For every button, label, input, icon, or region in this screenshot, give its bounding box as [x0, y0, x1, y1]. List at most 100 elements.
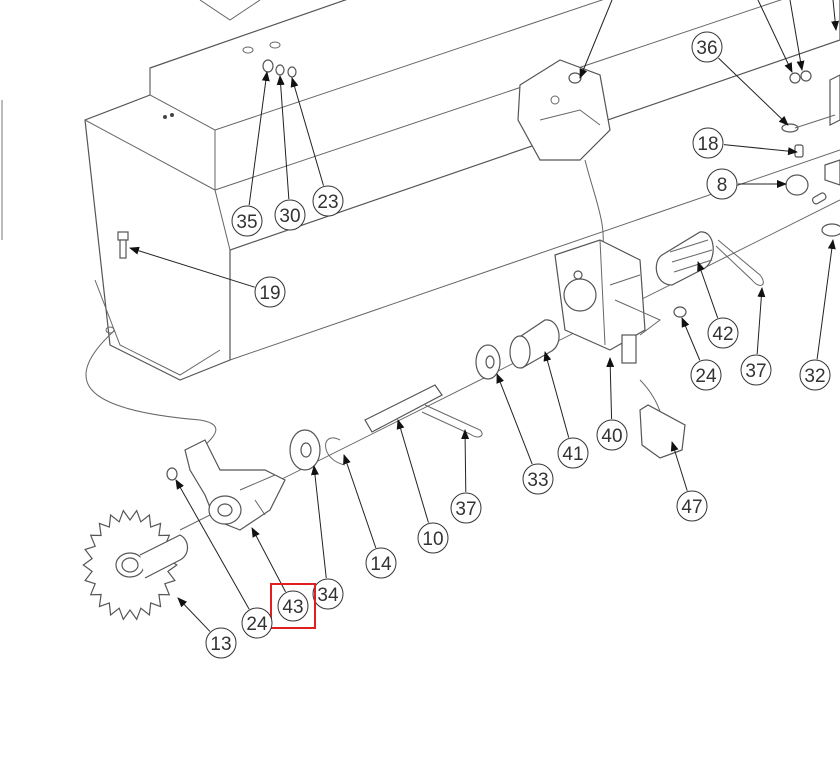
- callout-circle: [231, 205, 263, 237]
- pin-37: [421, 404, 483, 438]
- callout-37: 37: [740, 287, 772, 386]
- callout-circle: [676, 490, 708, 522]
- callout-41: 41: [543, 351, 589, 469]
- leader-line: [756, 287, 766, 355]
- callout-label: 41: [562, 444, 583, 465]
- callout-circle: [205, 627, 237, 659]
- callout-circle: [417, 522, 449, 554]
- leader-line: [816, 239, 836, 360]
- callout-23: 23: [290, 77, 344, 217]
- callout-label: 19: [259, 283, 280, 304]
- callout-36: 36: [691, 31, 789, 126]
- callout-circle: [312, 578, 344, 610]
- cover-47: [639, 404, 686, 459]
- callout-label: 37: [745, 361, 766, 382]
- callout-circle: [740, 354, 772, 386]
- key-10: [364, 384, 443, 433]
- callout-circle: [691, 31, 723, 63]
- callout-label: 23: [317, 192, 338, 213]
- pin-37: [715, 239, 764, 286]
- leader-line: [248, 71, 270, 206]
- callout-label: 30: [279, 206, 300, 227]
- callout-13: 13: [177, 597, 237, 659]
- callout-label: 18: [697, 134, 718, 155]
- callout-label: 37: [455, 499, 476, 520]
- callout-label: 34: [317, 585, 339, 606]
- callout-circle: [254, 276, 286, 308]
- bracket-upper: [517, 59, 611, 161]
- upper-right-parts: [781, 70, 840, 237]
- leader-line: [681, 317, 701, 361]
- callout-label: 24: [695, 366, 717, 387]
- callout-circle: [692, 127, 724, 159]
- callout-label: 36: [696, 38, 717, 59]
- fastener-stack: [262, 59, 297, 78]
- callout-circle: [690, 359, 722, 391]
- callout-circle: [450, 492, 482, 524]
- highlight-box: [270, 583, 316, 629]
- knob-42: [655, 231, 714, 286]
- leader-line: [290, 77, 324, 186]
- leader-line: [543, 351, 570, 438]
- callout-label: 24: [246, 614, 268, 635]
- callout-circle: [522, 463, 554, 495]
- callout-24: 24: [681, 317, 722, 391]
- nut-24: [673, 306, 687, 318]
- callout-label: 13: [210, 634, 231, 655]
- leader-line: [606, 357, 615, 420]
- callout-circle: [274, 199, 306, 231]
- callout-42: 42: [697, 261, 739, 349]
- frame-housing: [84, 0, 840, 381]
- callout-10: 10: [396, 419, 449, 554]
- leader-line: [175, 479, 250, 610]
- arm-43: [184, 439, 286, 531]
- sprocket-13: [82, 509, 189, 621]
- leader-line: [496, 373, 533, 465]
- callout-37: 37: [450, 429, 482, 524]
- nut-24: [166, 467, 178, 481]
- bolt-19: [117, 231, 129, 259]
- leader-line: [129, 246, 255, 288]
- callout-circle: [312, 185, 344, 217]
- wire: [85, 329, 217, 451]
- leader-line: [251, 527, 286, 593]
- callout-label: 42: [712, 324, 733, 345]
- callout-40: 40: [596, 357, 628, 451]
- bushing-41: [509, 319, 560, 369]
- callout-30: 30: [274, 75, 306, 231]
- callout-circle: [707, 317, 739, 349]
- callout-label: 35: [236, 212, 257, 233]
- callout-32: 32: [799, 239, 836, 391]
- callout-8: 8: [706, 168, 787, 200]
- callout-19: 19: [129, 246, 286, 308]
- leader-line: [670, 441, 688, 491]
- callout-label: 40: [601, 426, 622, 447]
- callout-label: 8: [717, 175, 728, 196]
- callout-34: 34: [311, 465, 344, 610]
- leader-line: [311, 465, 327, 579]
- callout-47: 47: [670, 441, 708, 522]
- leader-lines-offscreen: [579, 0, 840, 79]
- callout-circle: [365, 547, 397, 579]
- ring-14: [325, 437, 346, 466]
- callout-label: 33: [527, 470, 548, 491]
- callout-label: 32: [804, 366, 825, 387]
- leader-line: [396, 419, 429, 523]
- callout-18: 18: [692, 127, 798, 159]
- leader-line: [177, 597, 211, 632]
- callout-33: 33: [496, 373, 554, 495]
- leader-line: [718, 57, 789, 126]
- leader-line: [697, 261, 719, 319]
- callout-label: 47: [681, 497, 702, 518]
- callout-circle: [277, 590, 309, 622]
- leader-line: [276, 75, 290, 200]
- callout-circle: [596, 419, 628, 451]
- leader-line: [343, 454, 377, 549]
- callout-circle: [799, 359, 831, 391]
- callout-35: 35: [231, 71, 270, 237]
- leader-line: [461, 429, 470, 493]
- callout-label: 14: [370, 554, 392, 575]
- callout-circle: [241, 607, 273, 639]
